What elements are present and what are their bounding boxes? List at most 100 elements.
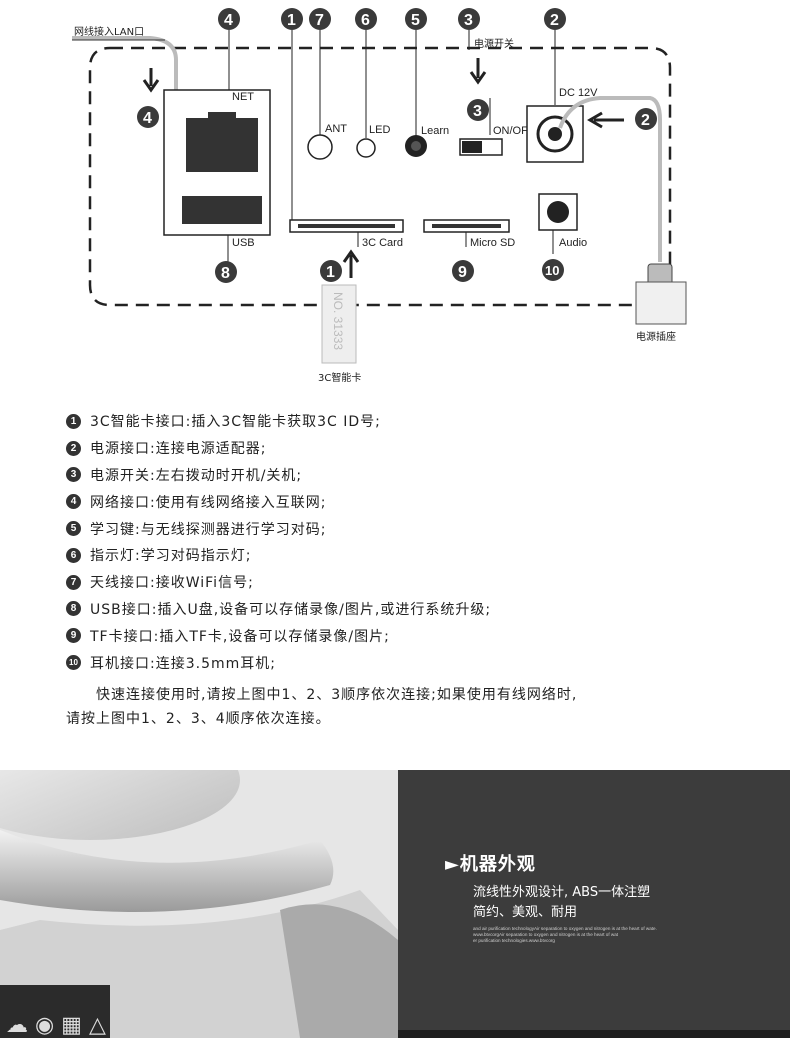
feature-line: 流线性外观设计, ABS一体注塑 <box>473 885 651 900</box>
net-label: NET <box>232 91 254 103</box>
arrow-down-icon <box>469 58 487 85</box>
legend-item: 9 TF卡接口:插入TF卡,设备可以存储录像/图片; <box>66 622 766 649</box>
number-badge-label: 3 <box>464 12 473 29</box>
arrow-up-icon <box>342 249 360 278</box>
svg-text:☁ ◉ ▦ △: ☁ ◉ ▦ △ <box>6 1013 106 1038</box>
onoff-label: ON/OFF <box>493 125 535 137</box>
legend-item: 10 耳机接口:连接3.5mm耳机; <box>66 649 766 676</box>
smart-card <box>321 284 357 364</box>
appearance-banner: ☁ ◉ ▦ △ ►机器外观 流线性外观设计, ABS一体注塑 简约、美观、耐用 … <box>0 770 790 1038</box>
number-badge <box>467 99 489 121</box>
number-badge: 10 <box>66 655 81 671</box>
number-badge-label: 2 <box>641 112 650 129</box>
number-badge: 8 <box>66 601 81 617</box>
number-badge: 7 <box>66 574 81 590</box>
number-badge <box>542 259 564 281</box>
number-badge <box>355 8 377 30</box>
connection-note: 快速连接使用时,请按上图中1、2、3顺序依次连接;如果使用有线网络时, 请按上图… <box>66 683 746 731</box>
legend-text: TF卡接口:插入TF卡,设备可以存储录像/图片; <box>90 628 390 645</box>
number-badge: 2 <box>66 440 81 456</box>
fine-print: er purification technologies.www.btvcorg <box>473 938 555 943</box>
number-badge: 5 <box>66 521 81 537</box>
number-badge-label: 6 <box>361 12 370 29</box>
number-badge-label: 9 <box>458 264 467 281</box>
number-badge-label: 4 <box>143 110 152 127</box>
legend-text: USB接口:插入U盘,设备可以存储录像/图片,或进行系统升级; <box>90 601 492 618</box>
lan-cable <box>72 36 178 100</box>
number-badge-label: 1 <box>326 264 335 281</box>
legend-item: 7 天线接口:接收WiFi信号; <box>66 569 766 596</box>
power-switch-label: 电源开关 <box>474 37 514 50</box>
number-badge <box>215 261 237 283</box>
rj45-port <box>186 112 258 172</box>
power-socket <box>635 281 687 325</box>
legend-text: 电源开关:左右拨动时开机/关机; <box>90 467 303 484</box>
number-badge-label: 2 <box>550 12 559 29</box>
legend-text: 天线接口:接收WiFi信号; <box>90 575 254 592</box>
number-badge-label: 4 <box>224 12 233 29</box>
legend-item: 6 指示灯:学习对码指示灯; <box>66 542 766 569</box>
legend-item: 1 3C智能卡接口:插入3C智能卡获取3C ID号; <box>66 408 766 435</box>
learn-label: Learn <box>421 125 449 137</box>
legend-item: 8 USB接口:插入U盘,设备可以存储录像/图片,或进行系统升级; <box>66 596 766 623</box>
arrow-left-icon <box>587 111 624 129</box>
number-badge <box>218 8 240 30</box>
usb-label: USB <box>232 237 255 249</box>
number-badge-label: 8 <box>221 265 230 282</box>
number-badge <box>309 8 331 30</box>
number-badge-label: 5 <box>411 12 420 29</box>
3c-card-label: 3C Card <box>362 237 403 249</box>
feature-line: 简约、美观、耐用 <box>473 905 578 920</box>
power-socket-label: 电源插座 <box>636 330 676 343</box>
feature-panel: ►机器外观 流线性外观设计, ABS一体注塑 简约、美观、耐用 and air … <box>398 770 790 1038</box>
dc-cable <box>558 96 662 262</box>
legend-text: 指示灯:学习对码指示灯; <box>90 548 252 565</box>
number-badge <box>320 260 342 282</box>
number-badge-label: 10 <box>545 263 559 278</box>
legend-text: 耳机接口:连接3.5mm耳机; <box>90 655 276 672</box>
number-badge <box>405 8 427 30</box>
legend-item: 2 电源接口:连接电源适配器; <box>66 435 766 462</box>
led-label: LED <box>369 124 390 136</box>
fine-print: www.btvcorgAir separation to oxygen and … <box>473 932 619 937</box>
number-badge <box>452 260 474 282</box>
device-photo: ☁ ◉ ▦ △ <box>0 770 398 1038</box>
legend-text: 学习键:与无线探测器进行学习对码; <box>90 521 327 538</box>
connection-diagram: 网线接入LAN口 4 NET USB 8 4 1 3C Card 1 NO. 3… <box>72 8 687 384</box>
lan-cable-label: 网线接入LAN口 <box>74 25 144 38</box>
fine-print: and air purification technologyAir separ… <box>473 926 657 931</box>
usb-port <box>182 196 262 224</box>
port-legend: 1 3C智能卡接口:插入3C智能卡获取3C ID号; 2 电源接口:连接电源适配器;… <box>66 408 766 676</box>
number-badge-label: 7 <box>315 12 324 29</box>
number-badge: 6 <box>66 547 81 563</box>
smart-card-serial: NO. 31333 <box>331 292 345 350</box>
microsd-label: Micro SD <box>470 237 515 249</box>
number-badge: 9 <box>66 628 81 644</box>
number-badge-label: 1 <box>287 12 296 29</box>
floor-strip <box>398 1030 790 1038</box>
number-badge <box>458 8 480 30</box>
smart-card-label: 3C智能卡 <box>318 371 361 384</box>
led-indicator <box>356 138 376 158</box>
legend-item: 4 网络接口:使用有线网络接入互联网; <box>66 488 766 515</box>
number-badge <box>544 8 566 30</box>
legend-text: 电源接口:连接电源适配器; <box>90 441 267 458</box>
number-badge-label: 3 <box>473 103 482 120</box>
dc-label: DC 12V <box>559 87 598 99</box>
legend-item: 5 学习键:与无线探测器进行学习对码; <box>66 515 766 542</box>
note-line: 快速连接使用时,请按上图中1、2、3顺序依次连接;如果使用有线网络时, <box>96 687 578 703</box>
legend-text: 3C智能卡接口:插入3C智能卡获取3C ID号; <box>90 414 381 431</box>
feature-title: ►机器外观 <box>445 854 536 875</box>
audio-label: Audio <box>559 237 587 249</box>
antenna-port <box>307 134 333 160</box>
number-badge <box>137 106 159 128</box>
number-badge: 4 <box>66 494 81 510</box>
number-badge: 1 <box>66 413 81 429</box>
number-badge: 3 <box>66 467 81 483</box>
number-badge <box>635 108 657 130</box>
note-line: 请按上图中1、2、3、4顺序依次连接。 <box>66 711 331 727</box>
legend-text: 网络接口:使用有线网络接入互联网; <box>90 494 327 511</box>
legend-item: 3 电源开关:左右拨动时开机/关机; <box>66 462 766 489</box>
device-illustration: ☁ ◉ ▦ △ <box>0 770 398 1038</box>
ant-label: ANT <box>325 123 347 135</box>
